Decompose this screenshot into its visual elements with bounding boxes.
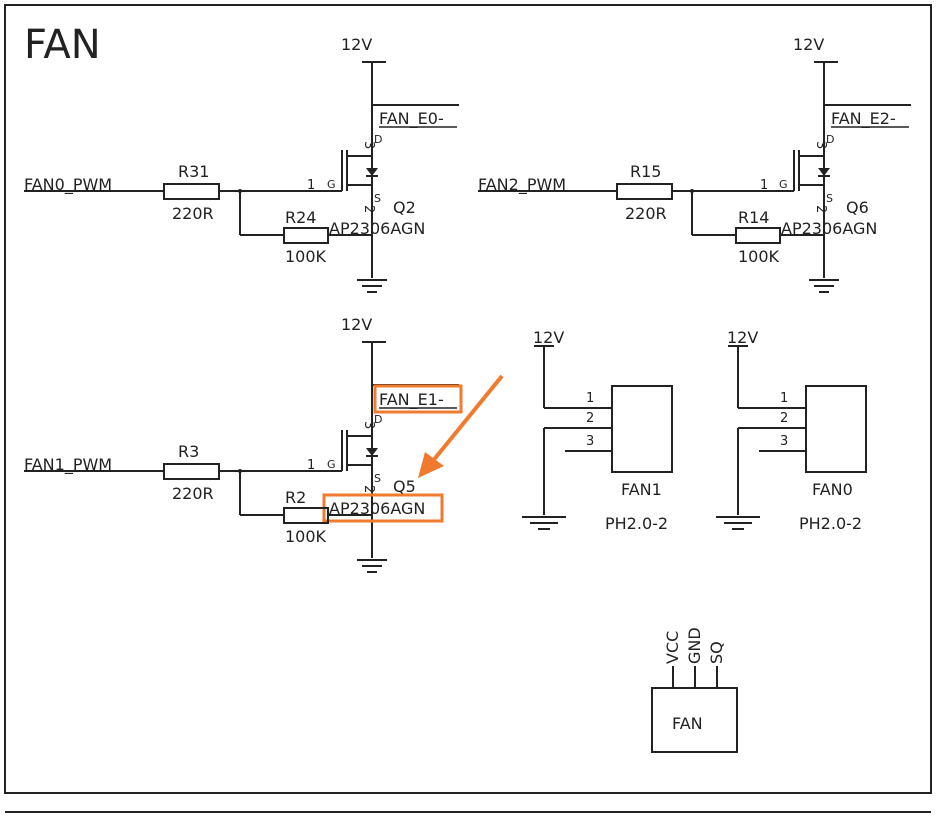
pulldown-resistor-ref: R2	[285, 488, 306, 507]
supply-label: 12V	[341, 35, 372, 54]
source-pin-letter: S	[374, 472, 381, 485]
mosfet-ref: Q2	[393, 198, 416, 217]
drain-pin-letter: D	[826, 133, 834, 146]
fan-symbol: FAN VCC GND SQ	[651, 627, 738, 753]
mosfet-part: AP2306AGN	[781, 219, 877, 238]
output-net-label: FAN_E0-	[379, 109, 444, 129]
connector-body	[611, 385, 673, 473]
circuit-q5: 12V FAN_E1- 3 D S 2 1 G Q5 AP2306AGN FAN…	[24, 315, 504, 573]
pin-3-label: 3	[586, 434, 594, 449]
gate-resistor	[163, 183, 220, 200]
output-net-highlight	[373, 384, 463, 414]
pulldown-resistor	[283, 507, 329, 524]
sheet-border	[4, 4, 932, 794]
gate-resistor-ref: R31	[178, 162, 209, 181]
connector-fan1: 12V 1 2 3 FAN1 PH2.0-2	[522, 328, 673, 533]
connector-fan0: 12V 1 2 3 FAN0 PH2.0-2	[716, 328, 867, 533]
drain-pin-number: 3	[361, 141, 376, 149]
pulldown-resistor	[283, 227, 329, 244]
gate-resistor	[163, 463, 220, 480]
gate-resistor-ref: R15	[630, 162, 661, 181]
gate-pin-letter: G	[327, 458, 336, 471]
sheet-title: FAN	[24, 22, 101, 68]
drain-pin-letter: D	[374, 413, 382, 426]
vcc-pin-label: VCC	[663, 631, 682, 664]
gate-resistor-value: 220R	[625, 204, 667, 223]
drain-pin-letter: D	[374, 133, 382, 146]
drain-pin-number: 3	[813, 141, 828, 149]
supply-label: 12V	[793, 35, 824, 54]
output-net-label: FAN_E1-	[379, 390, 444, 410]
pulldown-resistor-value: 100K	[285, 527, 327, 546]
gate-pin-number: 1	[760, 178, 768, 193]
gate-pin-letter: G	[779, 178, 788, 191]
circuit-q2: 12V FAN_E0- 3 D S 2 1 G Q2 AP2306AGN FAN…	[24, 35, 459, 293]
pulldown-resistor-value: 100K	[738, 247, 780, 266]
gnd-pin-label: GND	[685, 627, 704, 664]
mosfet-part: AP2306AGN	[329, 219, 425, 238]
gate-resistor-ref: R3	[178, 442, 199, 461]
source-pin-number: 2	[813, 205, 828, 213]
mosfet-ref: Q6	[846, 198, 869, 217]
mosfet-ref: Q5	[393, 477, 416, 496]
source-pin-letter: S	[826, 192, 833, 205]
source-pin-number: 2	[361, 205, 376, 213]
supply-label: 12V	[533, 328, 564, 347]
gate-resistor	[616, 183, 673, 200]
pulldown-resistor-ref: R14	[738, 208, 769, 227]
connector-footprint: PH2.0-2	[605, 514, 668, 533]
connector-body	[805, 385, 867, 473]
drain-pin-number: 3	[361, 421, 376, 429]
pulldown-resistor	[735, 227, 781, 244]
pin-2-label: 2	[586, 411, 594, 426]
gate-pin-number: 1	[307, 178, 315, 193]
pin-1-label: 1	[780, 391, 788, 406]
annotation-arrow	[430, 374, 504, 464]
mosfet-part: AP2306AGN	[329, 499, 425, 518]
connector-ref: FAN1	[621, 480, 662, 499]
gate-resistor-value: 220R	[172, 484, 214, 503]
pulldown-resistor-ref: R24	[285, 208, 316, 227]
gate-pin-letter: G	[327, 178, 336, 191]
annotation-arrow-head	[418, 452, 444, 478]
gate-resistor-value: 220R	[172, 204, 214, 223]
output-net-label: FAN_E2-	[831, 109, 896, 129]
supply-label: 12V	[341, 315, 372, 334]
pin-2-label: 2	[780, 411, 788, 426]
sq-pin-label: SQ	[707, 641, 726, 664]
connector-footprint: PH2.0-2	[799, 514, 862, 533]
pin-3-label: 3	[780, 434, 788, 449]
gate-pin-number: 1	[307, 458, 315, 473]
connector-ref: FAN0	[812, 480, 853, 499]
supply-label: 12V	[727, 328, 758, 347]
circuit-q6: 12V FAN_E2- 3 D S 2 1 G Q6 AP2306AGN FAN…	[478, 35, 911, 293]
source-pin-letter: S	[374, 192, 381, 205]
source-pin-number: 2	[361, 485, 376, 493]
pulldown-resistor-value: 100K	[285, 247, 327, 266]
pin-1-label: 1	[586, 391, 594, 406]
fan-label: FAN	[672, 714, 703, 733]
